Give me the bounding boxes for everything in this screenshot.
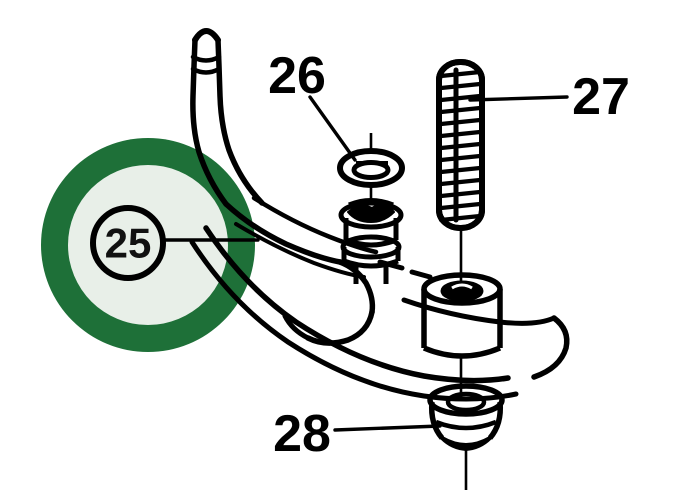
callout-26[interactable]: 26 bbox=[268, 47, 326, 105]
callout-27[interactable]: 27 bbox=[572, 68, 630, 126]
callout-26-number: 26 bbox=[268, 47, 326, 105]
callout-27-number: 27 bbox=[572, 68, 630, 126]
callout-28[interactable]: 28 bbox=[273, 405, 331, 463]
callout-28-number: 28 bbox=[273, 405, 331, 463]
part-washer bbox=[337, 148, 405, 188]
part-tapered-nut bbox=[427, 383, 505, 451]
part-bushing-sleeve bbox=[421, 272, 503, 359]
leader-lines bbox=[161, 95, 569, 432]
part-threaded-stud bbox=[436, 59, 485, 231]
leader-26 bbox=[308, 95, 357, 162]
subassembly-arm-collar bbox=[348, 198, 394, 208]
leader-28 bbox=[333, 424, 442, 432]
callout-25-number: 25 bbox=[105, 220, 152, 267]
highlight-ring bbox=[41, 138, 255, 352]
callout-25[interactable]: 25 bbox=[90, 205, 166, 281]
subassembly-ball-joint-boot bbox=[338, 200, 404, 284]
leader-27 bbox=[468, 95, 569, 102]
